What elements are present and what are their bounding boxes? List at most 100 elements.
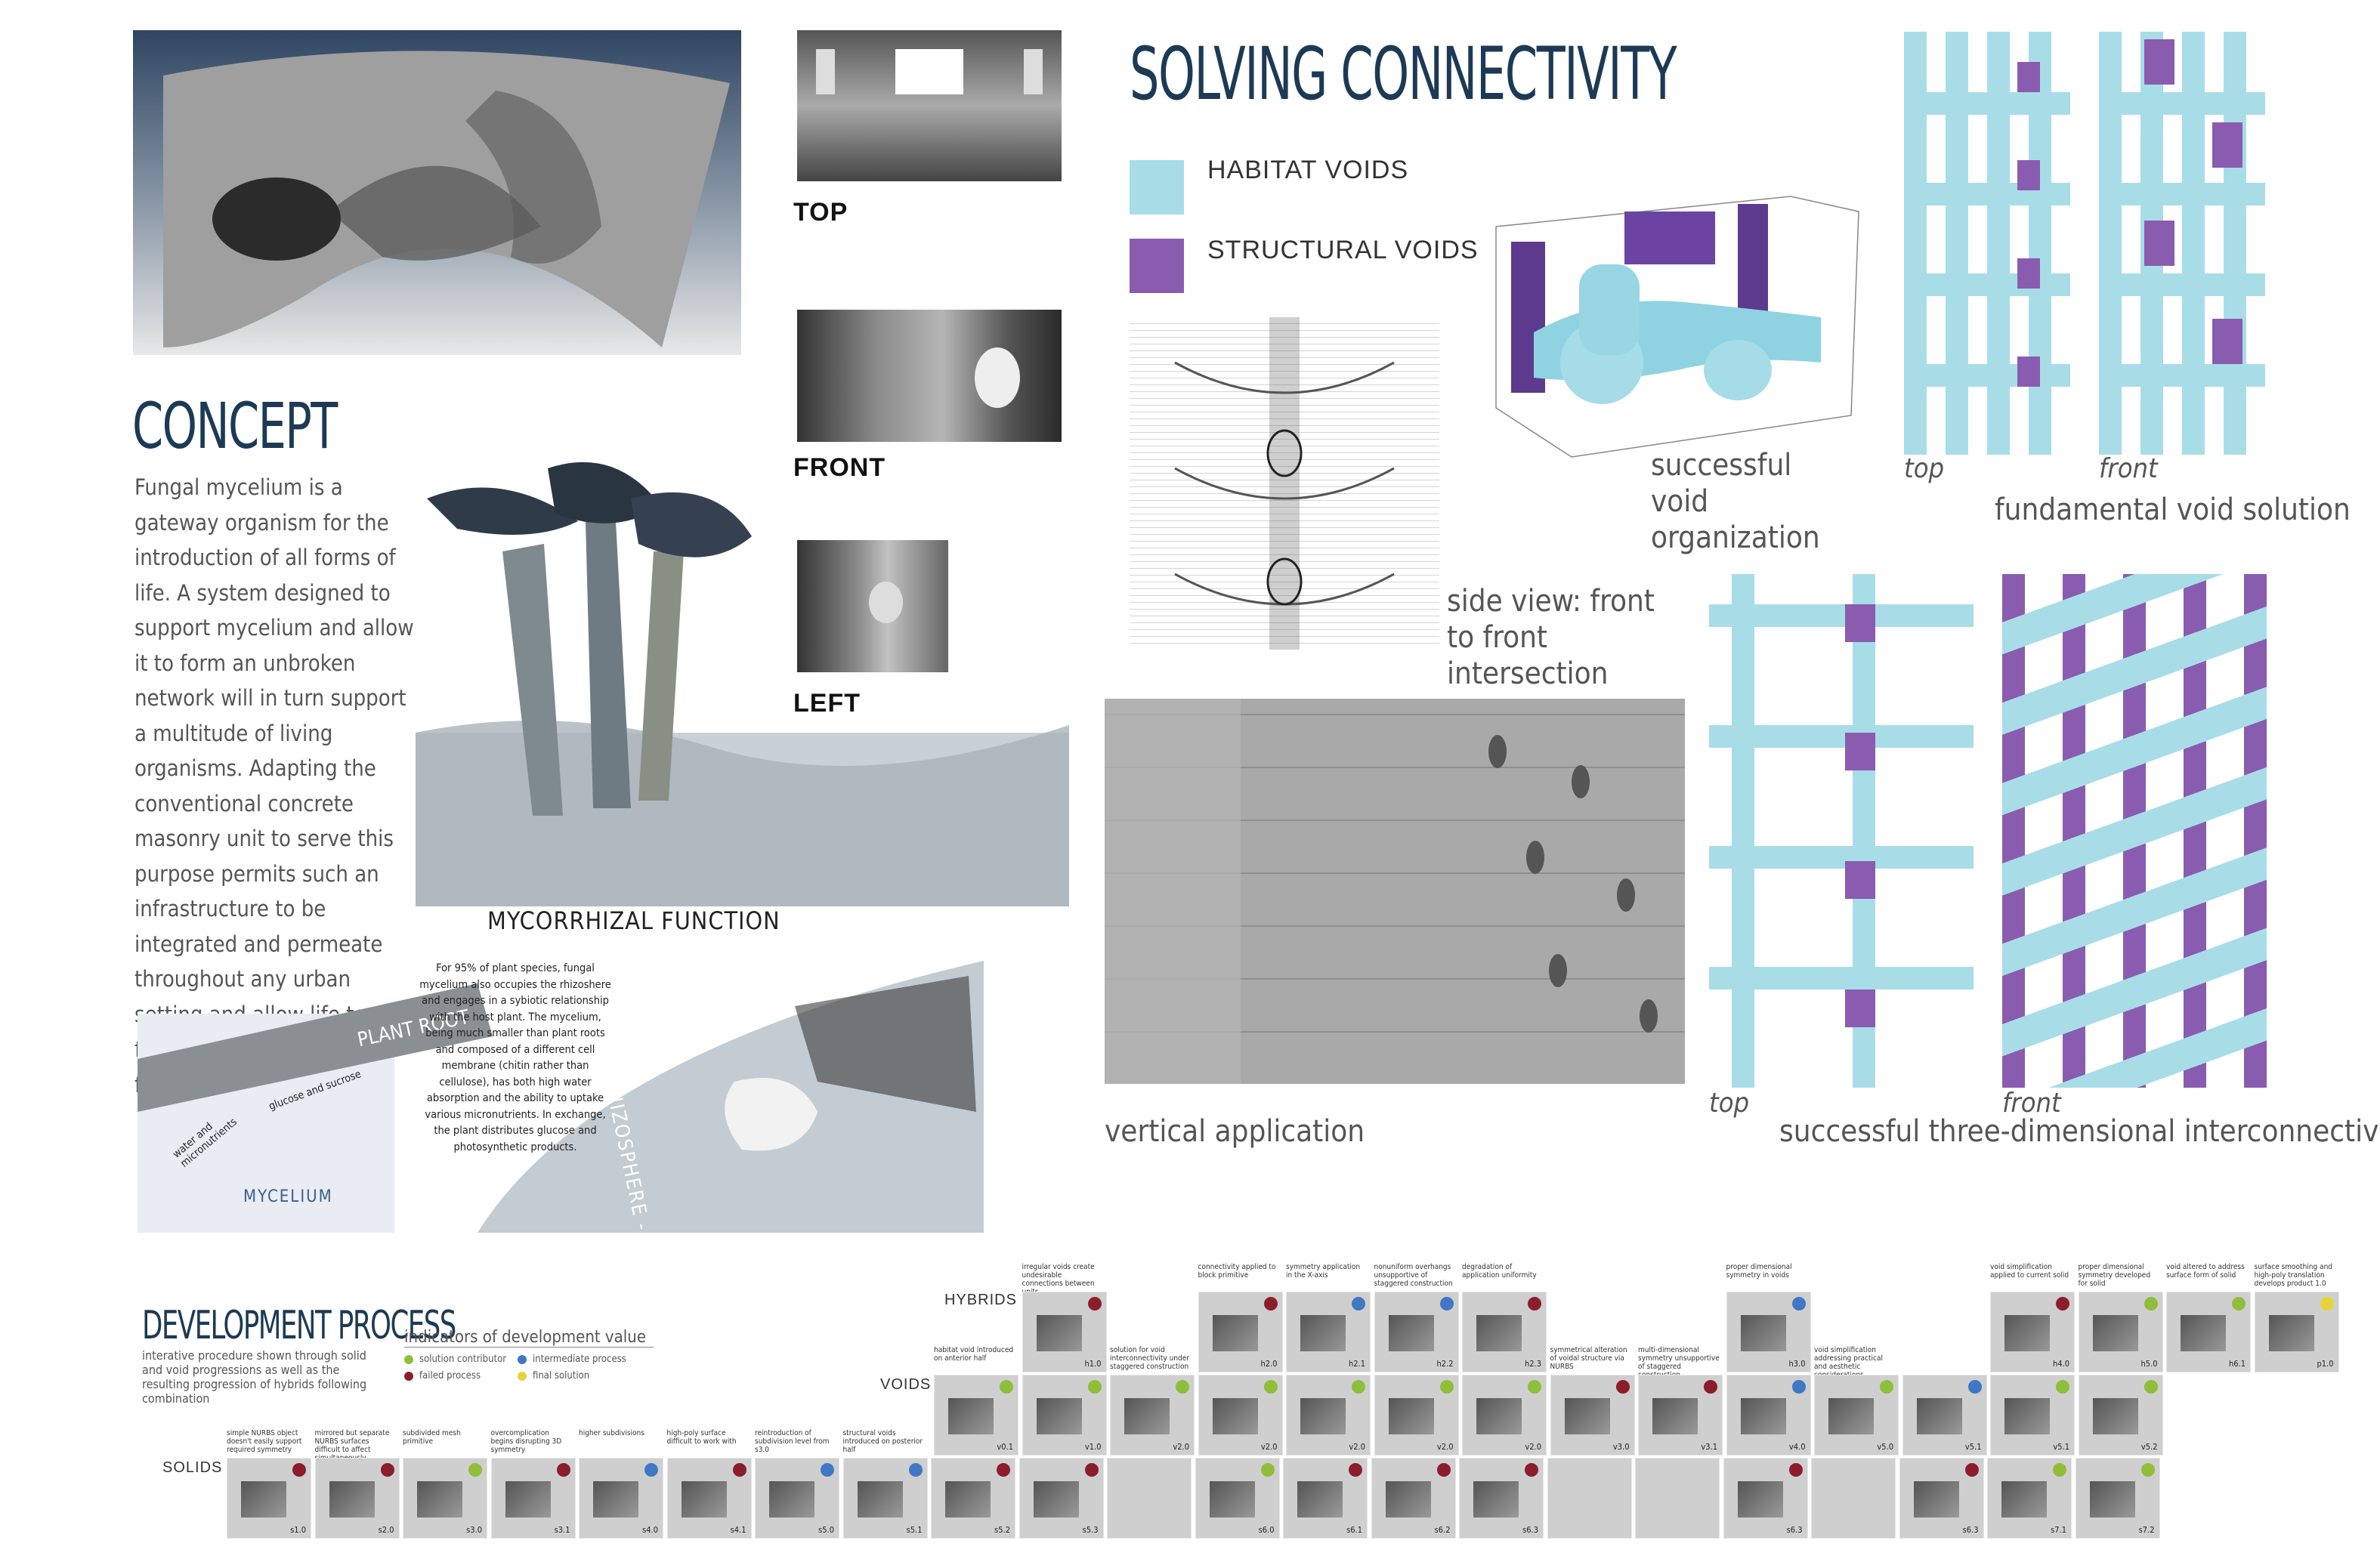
process-cell: s5.2 bbox=[931, 1458, 1015, 1539]
indicator-icon bbox=[1087, 1297, 1102, 1311]
three-d-caption: successful three-dimensional interconnec… bbox=[1779, 1114, 2380, 1149]
model-thumbnail bbox=[417, 1481, 462, 1517]
indicator-icon bbox=[1352, 1297, 1365, 1311]
row-label-voids: VOIDS bbox=[880, 1376, 932, 1393]
model-thumbnail bbox=[1036, 1398, 1082, 1434]
cell-code: s3.1 bbox=[554, 1525, 570, 1535]
process-cell: h2.2 bbox=[1374, 1292, 1459, 1372]
model-thumbnail bbox=[2004, 1398, 2050, 1434]
indicator-icon bbox=[2144, 1297, 2158, 1311]
process-cell: s5.0 bbox=[755, 1458, 839, 1539]
concrete-form-render bbox=[163, 51, 730, 348]
cell-note: symmetrical alteration of voidal structu… bbox=[1550, 1346, 1627, 1371]
indicator-icon bbox=[2056, 1380, 2069, 1394]
process-cell: s6.3 bbox=[1723, 1458, 1808, 1539]
process-cell: v3.1 bbox=[1638, 1375, 1723, 1456]
model-thumbnail bbox=[1913, 1481, 1959, 1517]
cell-code: v2.0 bbox=[1260, 1442, 1278, 1452]
indicator-icon bbox=[1439, 1297, 1454, 1311]
cell-note: simple NURBS object doesn't easily suppo… bbox=[227, 1429, 302, 1454]
cell-code: v0.1 bbox=[997, 1442, 1013, 1452]
cell-code: h2.2 bbox=[1436, 1359, 1454, 1369]
structural-swatch bbox=[1130, 239, 1184, 293]
model-thumbnail bbox=[1209, 1481, 1255, 1517]
process-cell: h2.0 bbox=[1198, 1292, 1283, 1372]
indicator-icon bbox=[1704, 1380, 1717, 1394]
cell-code: v3.0 bbox=[1612, 1442, 1630, 1452]
process-cell: v2.0 bbox=[1110, 1375, 1195, 1456]
model-thumbnail bbox=[505, 1481, 551, 1517]
indicator-icon bbox=[2140, 1463, 2155, 1477]
model-thumbnail bbox=[945, 1481, 991, 1517]
cell-note: void altered to address surface form of … bbox=[2166, 1263, 2245, 1280]
process-cell: s3.0 bbox=[403, 1458, 487, 1539]
model-thumbnail bbox=[769, 1481, 814, 1517]
cell-note: overcomplication begins disrupting 3D sy… bbox=[490, 1429, 562, 1454]
cell-code: s5.3 bbox=[1082, 1525, 1099, 1535]
model-thumbnail bbox=[1036, 1315, 1082, 1351]
indicator-icon bbox=[2144, 1380, 2158, 1394]
process-cell: v2.0 bbox=[1462, 1375, 1547, 1456]
cell-code: s5.0 bbox=[818, 1525, 834, 1535]
process-cell: s2.0 bbox=[314, 1458, 400, 1539]
model-thumbnail bbox=[1033, 1481, 1079, 1517]
front-view-label: FRONT bbox=[793, 453, 886, 482]
cell-note: surface smoothing and high-poly translat… bbox=[2254, 1263, 2333, 1288]
indicator-icon bbox=[292, 1463, 306, 1477]
indicator-icon bbox=[1791, 1297, 1806, 1311]
vertical-application-render bbox=[1105, 699, 1685, 1084]
side-view-wireframe bbox=[1130, 317, 1439, 650]
indicator-icon bbox=[1176, 1380, 1189, 1394]
cell-code: s5.1 bbox=[906, 1525, 923, 1535]
indicator-icon bbox=[1525, 1463, 1538, 1477]
model-thumbnail bbox=[1828, 1398, 1874, 1434]
cell-code: s6.0 bbox=[1258, 1525, 1275, 1535]
indicator-icon bbox=[2053, 1463, 2066, 1477]
three-d-front-label: front bbox=[2002, 1088, 2061, 1119]
indicator-dot-icon bbox=[518, 1354, 527, 1364]
indicator-icon bbox=[821, 1463, 834, 1477]
process-cell: h4.0 bbox=[1990, 1292, 2075, 1372]
cell-code: h2.3 bbox=[1524, 1359, 1541, 1369]
habitat-label: HABITAT VOIDS bbox=[1207, 156, 1409, 184]
cell-code: v2.0 bbox=[1525, 1442, 1541, 1452]
process-cell: s7.1 bbox=[1987, 1458, 2072, 1539]
process-cell: v5.0 bbox=[1814, 1375, 1899, 1456]
process-cell: s3.1 bbox=[490, 1458, 576, 1539]
left-view-image bbox=[797, 540, 948, 672]
model-thumbnail bbox=[1652, 1398, 1698, 1434]
indicator-icon bbox=[1615, 1380, 1630, 1394]
cell-note: high-poly surface difficult to work with bbox=[666, 1429, 737, 1446]
cell-code: v1.0 bbox=[1084, 1442, 1102, 1452]
cell-code: v5.0 bbox=[1877, 1442, 1893, 1452]
fundamental-front-label: front bbox=[2099, 453, 2158, 484]
indicator-icon bbox=[1000, 1380, 1013, 1394]
structural-label: STRUCTURAL VOIDS bbox=[1207, 236, 1479, 264]
model-thumbnail bbox=[1212, 1315, 1258, 1351]
process-cell: h2.1 bbox=[1286, 1292, 1371, 1372]
process-cell: s6.2 bbox=[1371, 1458, 1456, 1539]
row-label-solids: SOLIDS bbox=[162, 1459, 223, 1476]
left-view-label: LEFT bbox=[793, 689, 861, 718]
cell-code: v3.1 bbox=[1701, 1442, 1717, 1452]
process-cell: v3.0 bbox=[1550, 1375, 1635, 1456]
process-cell: s6.1 bbox=[1283, 1458, 1368, 1539]
indicator-icon bbox=[468, 1463, 482, 1477]
concept-render bbox=[133, 30, 741, 355]
indicator-icon bbox=[2056, 1297, 2069, 1311]
model-thumbnail bbox=[948, 1398, 994, 1434]
model-thumbnail bbox=[1385, 1481, 1431, 1517]
cell-code: h2.1 bbox=[1348, 1359, 1365, 1369]
indicator-dot-icon bbox=[404, 1354, 413, 1364]
cell-code: s6.3 bbox=[1962, 1525, 1979, 1535]
solving-title: SOLVING CONNECTIVITY bbox=[1130, 32, 1677, 116]
model-thumbnail bbox=[593, 1481, 638, 1517]
indicator-icon bbox=[1439, 1380, 1454, 1394]
cell-code: v2.0 bbox=[1349, 1442, 1365, 1452]
side-view-caption: side view: front to front intersection bbox=[1447, 584, 1655, 691]
indicator-item: intermediate process bbox=[518, 1354, 626, 1365]
model-thumbnail bbox=[1737, 1481, 1783, 1517]
process-cell: s5.3 bbox=[1018, 1458, 1104, 1539]
process-cell: v2.0 bbox=[1374, 1375, 1459, 1456]
indicator-icon bbox=[1084, 1463, 1099, 1477]
